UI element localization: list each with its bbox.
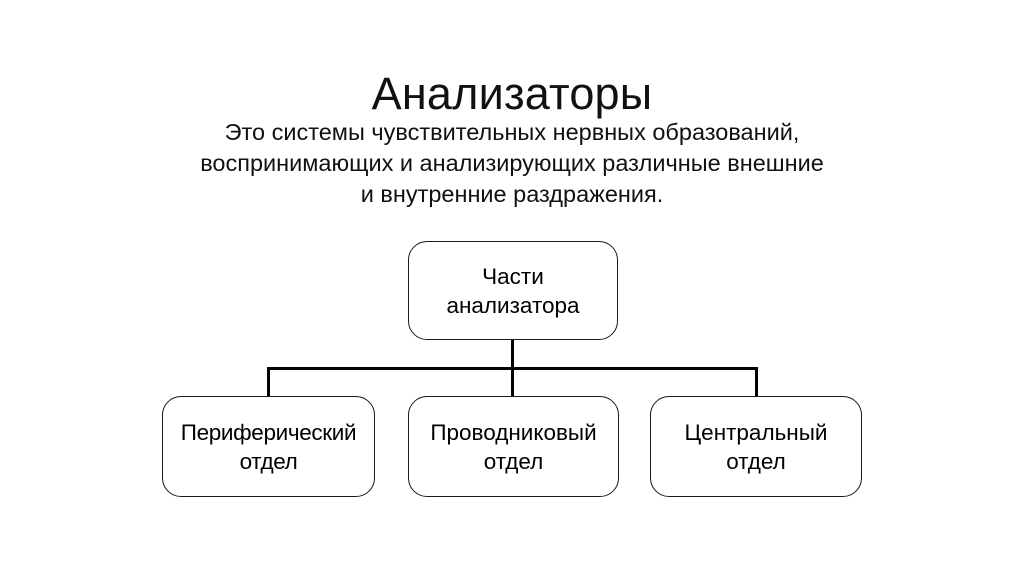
intro-line-1: Это системы чувствительных нервных образ… <box>224 119 800 145</box>
node-analyzer-parts: Части анализатора <box>408 241 618 340</box>
intro-line-3: и внутренние раздражения. <box>360 181 664 207</box>
connector-drop-conductive <box>511 367 514 396</box>
page-title: Анализаторы <box>371 68 653 120</box>
intro-line-2: воспринимающих и анализирующих различные… <box>200 150 824 176</box>
connector-drop-central <box>755 367 758 396</box>
node-conductive-section: Проводниковый отдел <box>408 396 619 497</box>
intro-paragraph: Это системы чувствительных нервных образ… <box>160 117 864 210</box>
node-conductive-section-label: Проводниковый отдел <box>430 419 597 474</box>
node-analyzer-parts-label: Части анализатора <box>446 263 580 318</box>
node-peripheral-section-label: Периферический отдел <box>180 419 357 474</box>
connector-root-stem <box>511 339 514 369</box>
node-central-section: Центральный отдел <box>650 396 862 497</box>
node-peripheral-section: Периферический отдел <box>162 396 375 497</box>
connector-drop-peripheral <box>267 367 270 396</box>
node-central-section-label: Центральный отдел <box>684 419 828 474</box>
